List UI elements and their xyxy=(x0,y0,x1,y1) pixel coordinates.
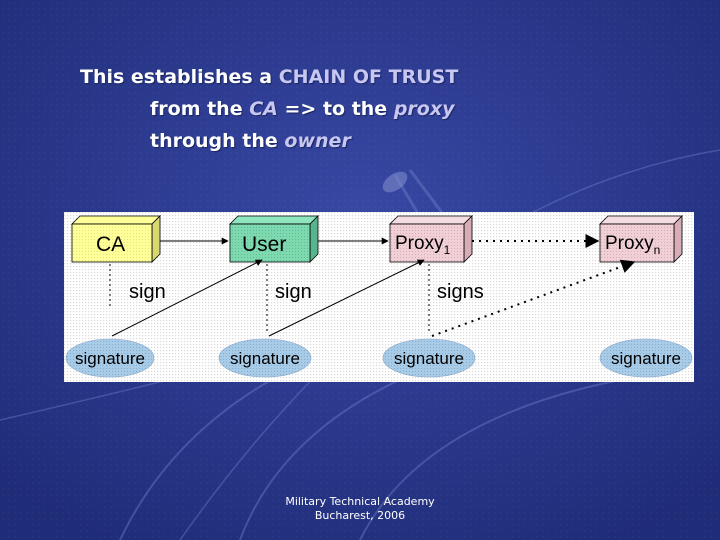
footer-line-1: Military Technical Academy xyxy=(285,495,435,508)
ca-node: CA xyxy=(71,215,161,263)
signature-proxy1-label: signature xyxy=(394,349,464,368)
footer: Military Technical Academy Bucharest, 20… xyxy=(230,495,490,523)
signature-proxy1: signature xyxy=(382,338,476,378)
proxy-n-node: Proxyn xyxy=(599,215,683,263)
dish-feed-decoration xyxy=(382,171,408,193)
proxy-text: proxy xyxy=(393,98,455,120)
signature-ca: signature xyxy=(65,338,155,378)
signature-user-label: signature xyxy=(230,349,300,368)
sign-arrow-ca xyxy=(111,259,263,337)
headline-line-3: through the owner xyxy=(150,130,351,152)
proxy-1-label: Proxy xyxy=(395,233,444,254)
signs-label-proxy: signs xyxy=(437,281,484,303)
ca-text: CA xyxy=(249,98,278,120)
owner-text: owner xyxy=(284,130,351,152)
headline-line-1: This establishes a CHAIN OF TRUST xyxy=(80,66,459,88)
svg-text:Proxy1: Proxy1 xyxy=(395,233,451,257)
user-node: User xyxy=(229,215,319,263)
signature-ca-label: signature xyxy=(75,349,145,368)
signature-proxyn: signature xyxy=(599,338,693,378)
ca-node-label: CA xyxy=(96,233,125,256)
sign-label-user: sign xyxy=(275,281,312,303)
proxy-n-subscript: n xyxy=(654,243,661,257)
chain-of-trust-text: CHAIN OF TRUST xyxy=(278,66,459,88)
signature-user: signature xyxy=(218,338,312,378)
user-node-label: User xyxy=(242,233,286,256)
proxy-1-node: Proxy1 xyxy=(389,215,473,263)
signature-proxyn-label: signature xyxy=(611,349,681,368)
sign-arrow-user xyxy=(268,259,425,337)
chain-of-trust-diagram: CA User Proxy1 Proxyn sign sign signs si… xyxy=(64,212,694,382)
sign-label-ca: sign xyxy=(129,281,166,303)
footer-line-2: Bucharest, 2006 xyxy=(314,509,406,522)
proxy-1-subscript: 1 xyxy=(444,243,451,257)
proxy-n-label: Proxy xyxy=(605,233,654,254)
headline-line-2: from the CA => to the proxy xyxy=(150,98,455,120)
svg-text:Proxyn: Proxyn xyxy=(605,233,660,257)
sign-arrow-proxy xyxy=(431,259,636,337)
